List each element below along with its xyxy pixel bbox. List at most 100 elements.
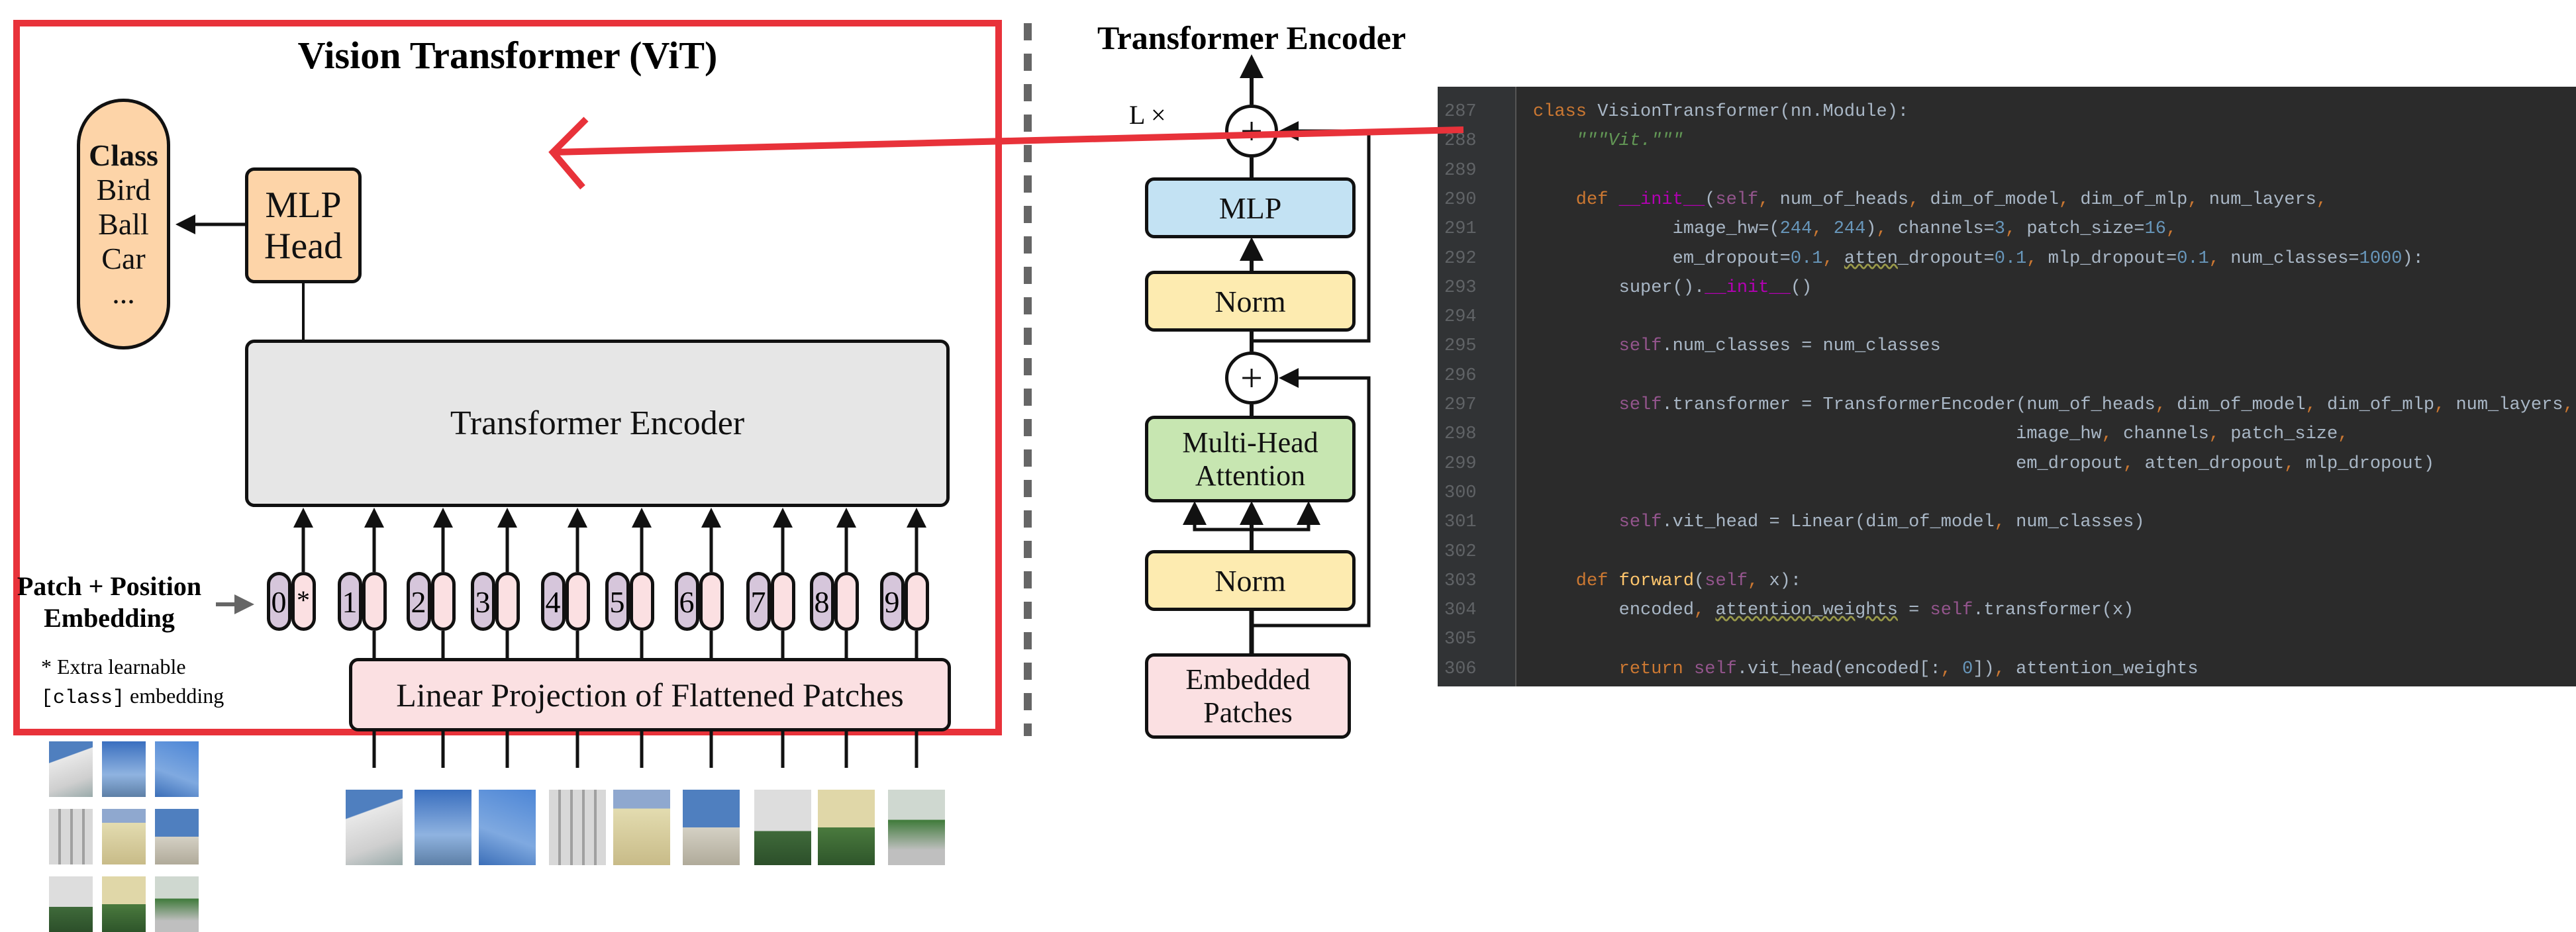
note-class-code: [class] xyxy=(41,687,125,710)
code-token: , xyxy=(2165,219,2177,240)
class-item-car: Car xyxy=(101,241,146,275)
code-token: , xyxy=(2338,424,2349,445)
code-token: num_layers xyxy=(2208,189,2316,210)
attention-box: Multi-Head Attention xyxy=(1145,416,1356,502)
code-text: image_hw=(244, 244), channels=3, patch_s… xyxy=(1533,214,2177,244)
source-image-patch xyxy=(155,741,199,797)
code-token: .vit_head = Linear(dim_of_model xyxy=(1661,512,1995,533)
code-text: self.num_classes = num_classes xyxy=(1533,332,1941,361)
line-number: 306 xyxy=(1444,659,1477,679)
code-line: 301 self.vit_head = Linear(dim_of_model,… xyxy=(1438,508,2576,537)
position-embedding-token: 4 xyxy=(541,572,566,631)
patch-embedding-token xyxy=(699,572,724,631)
residual-add-1: + xyxy=(1225,105,1278,158)
code-token: , xyxy=(2101,424,2124,445)
image-patch xyxy=(549,790,606,865)
code-token: , xyxy=(1908,189,1930,210)
code-text: em_dropout, atten_dropout, mlp_dropout) xyxy=(1533,449,2434,479)
image-patch xyxy=(613,790,670,865)
annotation-arrow xyxy=(552,126,1464,156)
encoder-title: Transformer Encoder xyxy=(1097,19,1407,56)
code-token: , xyxy=(2305,395,2328,415)
plus-icon: + xyxy=(1240,109,1263,153)
class-item-ball: Ball xyxy=(98,207,149,241)
code-line: 305 xyxy=(1438,625,2576,654)
line-number: 294 xyxy=(1444,307,1477,328)
code-text: return self.vit_head(encoded[:, 0]), att… xyxy=(1533,655,2199,684)
code-text: class VisionTransformer(nn.Module): xyxy=(1533,97,1908,126)
line-number: 302 xyxy=(1444,541,1477,562)
source-image-patch xyxy=(155,876,199,932)
code-token: def xyxy=(1533,189,1619,210)
code-token: _dropout= xyxy=(1897,248,1995,269)
code-line: 300 xyxy=(1438,479,2576,508)
code-text: def forward(self, x): xyxy=(1533,567,1801,596)
line-number: 295 xyxy=(1444,336,1477,357)
code-token: self xyxy=(1618,336,1662,357)
class-heading: Class xyxy=(89,138,158,172)
token-index: 9 xyxy=(884,585,900,619)
code-token: , xyxy=(1822,248,1844,269)
code-text: self.transformer = TransformerEncoder(nu… xyxy=(1533,391,2574,420)
code-token: atten_dropout xyxy=(2144,453,2285,474)
token-index: 6 xyxy=(679,585,695,619)
image-patch xyxy=(754,790,811,865)
code-token: num_classes) xyxy=(2016,512,2145,533)
code-token: mlp_dropout= xyxy=(2048,248,2177,269)
code-token: = xyxy=(1897,600,1930,621)
embedding-label-line2: Embedding xyxy=(44,603,175,633)
code-token: ) xyxy=(1865,219,1877,240)
position-embedding-token: 3 xyxy=(471,572,495,631)
class-token-mark: * xyxy=(297,585,310,615)
code-token: , xyxy=(2434,395,2456,415)
patch-embedding-token xyxy=(495,572,520,631)
token-index: 1 xyxy=(342,585,358,619)
line-number: 291 xyxy=(1444,219,1477,240)
image-patch xyxy=(415,790,471,865)
source-image-patch xyxy=(49,809,93,864)
code-token: ( xyxy=(1705,189,1716,210)
norm-label-1: Norm xyxy=(1214,563,1286,598)
code-line: 302 xyxy=(1438,537,2576,567)
norm-box-1: Norm xyxy=(1145,550,1356,611)
token-index: 2 xyxy=(411,585,426,619)
code-token: 16 xyxy=(2144,219,2166,240)
token-index: 8 xyxy=(814,585,830,619)
norm-box-2: Norm xyxy=(1145,271,1356,332)
token-index: 0 xyxy=(271,585,287,619)
code-text: """Vit.""" xyxy=(1533,126,1683,156)
position-embedding-token: 6 xyxy=(675,572,699,631)
code-token: , xyxy=(2123,453,2145,474)
code-token: __init__ xyxy=(1618,189,1705,210)
token-index: 7 xyxy=(750,585,766,619)
code-token: 1000 xyxy=(2359,248,2403,269)
code-token: num_of_heads xyxy=(1779,189,1909,210)
code-token: em_dropout xyxy=(1533,453,2124,474)
code-line: 290 def __init__(self, num_of_heads, dim… xyxy=(1438,185,2576,214)
code-token: dim_of_model xyxy=(1930,189,2059,210)
code-token: dim_of_model xyxy=(2177,395,2306,415)
patch-embedding-token xyxy=(771,572,795,631)
position-embedding-token: 7 xyxy=(746,572,771,631)
code-token: , xyxy=(2026,248,2048,269)
mlp-head-line1: MLP xyxy=(265,184,342,226)
source-image-patch xyxy=(102,809,146,864)
code-token: 3 xyxy=(1994,219,2005,240)
source-image-patch xyxy=(49,876,93,932)
code-token: __init__ xyxy=(1705,277,1791,298)
code-token: , xyxy=(2005,219,2027,240)
code-token: VisionTransformer(nn.Module): xyxy=(1597,102,1909,122)
code-token: .num_classes = num_classes xyxy=(1661,336,1941,357)
projection-label: Linear Projection of Flattened Patches xyxy=(396,676,904,714)
code-line: 297 self.transformer = TransformerEncode… xyxy=(1438,391,2576,420)
source-image-patch xyxy=(102,741,146,797)
token-index: 5 xyxy=(609,585,625,619)
plus-icon: + xyxy=(1240,356,1263,400)
code-token: ]) xyxy=(1973,659,1995,679)
code-token: , xyxy=(2058,189,2081,210)
line-number: 298 xyxy=(1444,424,1477,445)
code-token: return xyxy=(1618,659,1695,679)
patch-embedding-token xyxy=(905,572,929,631)
